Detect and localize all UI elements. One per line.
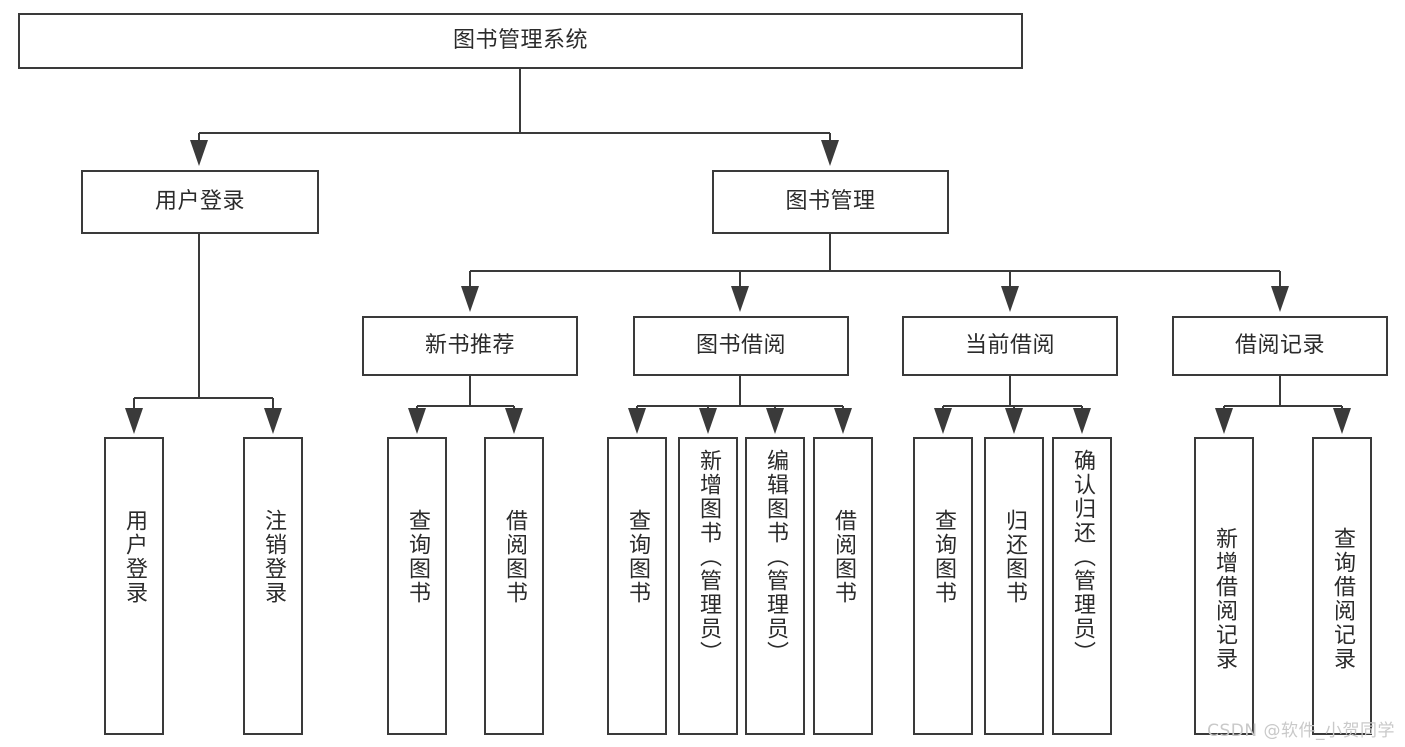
node-current-borrow[interactable]: 当前借阅 [902,316,1118,376]
node-leaf-query-borrow-record[interactable]: 查询借阅记录 [1312,437,1372,735]
node-label-leaf-logout: 注销登录 [260,509,286,605]
connector-arrow-user-login-0 [125,408,143,434]
connector-arrow-root-1 [821,140,839,166]
node-leaf-query-book-rec[interactable]: 查询图书 [387,437,447,735]
node-leaf-confirm-return-admin[interactable]: 确认归还（管理员） [1052,437,1112,735]
node-label-leaf-query-book-borrow: 查询图书 [624,509,650,605]
node-label-leaf-edit-book-admin: 编辑图书（管理员） [762,449,788,665]
connector-arrow-book-manage-0 [461,286,479,312]
node-label-leaf-query-book-rec: 查询图书 [404,509,430,605]
connector-arrow-book-borrow-0 [628,408,646,434]
node-label-leaf-return-book: 归还图书 [1001,509,1027,605]
connector-arrow-root-0 [190,140,208,166]
node-leaf-add-borrow-record[interactable]: 新增借阅记录 [1194,437,1254,735]
connector-arrow-new-book-rec-1 [505,408,523,434]
node-leaf-borrow-book-borrow[interactable]: 借阅图书 [813,437,873,735]
connector-arrow-new-book-rec-0 [408,408,426,434]
node-root[interactable]: 图书管理系统 [18,13,1023,69]
node-book-manage[interactable]: 图书管理 [712,170,949,234]
connector-arrow-book-borrow-3 [834,408,852,434]
node-book-borrow[interactable]: 图书借阅 [633,316,849,376]
node-leaf-user-login[interactable]: 用户登录 [104,437,164,735]
node-label-current-borrow: 当前借阅 [964,333,1055,358]
node-label-leaf-add-book-admin: 新增图书（管理员） [695,449,721,665]
node-label-leaf-confirm-return-admin: 确认归还（管理员） [1069,449,1095,665]
connector-arrow-borrow-record-1 [1333,408,1351,434]
node-label-leaf-borrow-book-rec: 借阅图书 [501,509,527,605]
connector-arrow-current-borrow-0 [934,408,952,434]
node-label-leaf-query-borrow-record: 查询借阅记录 [1329,527,1355,671]
node-leaf-query-book-cur[interactable]: 查询图书 [913,437,973,735]
connector-arrow-current-borrow-1 [1005,408,1023,434]
node-label-borrow-record: 借阅记录 [1234,333,1325,358]
node-new-book-rec[interactable]: 新书推荐 [362,316,578,376]
node-label-leaf-user-login: 用户登录 [121,509,147,605]
connector-arrow-book-manage-2 [1001,286,1019,312]
node-leaf-logout[interactable]: 注销登录 [243,437,303,735]
node-leaf-add-book-admin[interactable]: 新增图书（管理员） [678,437,738,735]
connector-arrow-user-login-1 [264,408,282,434]
node-label-root: 图书管理系统 [452,28,588,53]
connector-arrow-borrow-record-0 [1215,408,1233,434]
connector-arrow-book-borrow-2 [766,408,784,434]
node-leaf-query-book-borrow[interactable]: 查询图书 [607,437,667,735]
connector-arrow-book-manage-3 [1271,286,1289,312]
node-label-user-login: 用户登录 [154,189,245,214]
node-leaf-borrow-book-rec[interactable]: 借阅图书 [484,437,544,735]
node-label-leaf-add-borrow-record: 新增借阅记录 [1211,527,1237,671]
node-label-new-book-rec: 新书推荐 [424,333,515,358]
connector-arrow-book-manage-1 [731,286,749,312]
node-label-book-borrow: 图书借阅 [695,333,786,358]
node-borrow-record[interactable]: 借阅记录 [1172,316,1388,376]
connector-arrow-book-borrow-1 [699,408,717,434]
node-label-leaf-query-book-cur: 查询图书 [930,509,956,605]
node-user-login[interactable]: 用户登录 [81,170,319,234]
node-label-book-manage: 图书管理 [785,189,876,214]
node-leaf-return-book[interactable]: 归还图书 [984,437,1044,735]
node-leaf-edit-book-admin[interactable]: 编辑图书（管理员） [745,437,805,735]
connector-arrow-current-borrow-2 [1073,408,1091,434]
csdn-watermark: CSDN @软件_小贺同学 [1207,721,1395,741]
node-label-leaf-borrow-book-borrow: 借阅图书 [830,509,856,605]
